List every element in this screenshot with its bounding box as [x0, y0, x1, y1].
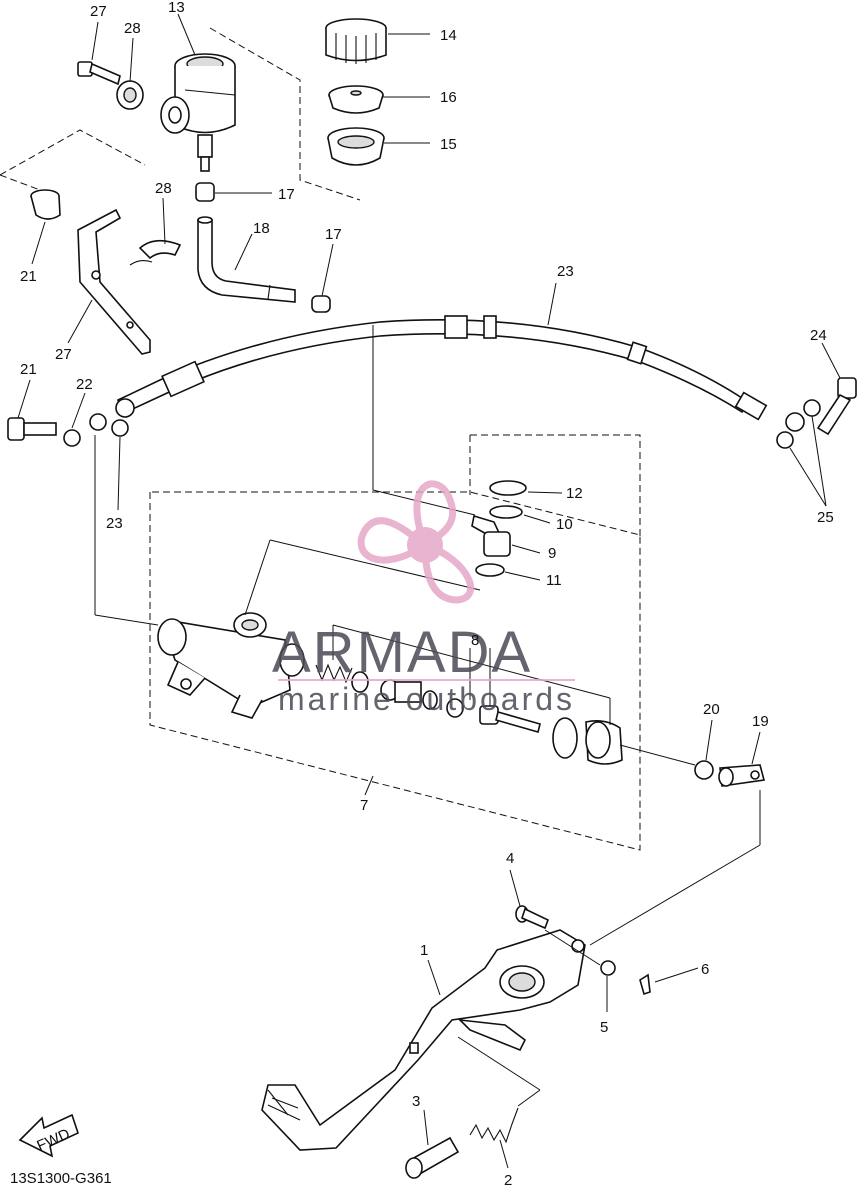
union-bolt-25: [816, 377, 857, 436]
washer-23-lower: [111, 419, 129, 437]
snap-ring: [552, 717, 578, 759]
leader-lines: [17, 13, 841, 1169]
piston-seal: [422, 690, 464, 718]
circlip-10: [489, 505, 523, 519]
callout-17-upper: 17: [278, 186, 295, 203]
hose-joint-9: [471, 514, 511, 557]
callout-5: 5: [600, 1019, 608, 1036]
fwd-arrow-icon: FWD: [18, 1113, 79, 1158]
callout-7: 7: [360, 797, 368, 814]
reservoir-tank: [160, 53, 236, 172]
callout-29: 27: [90, 3, 107, 20]
callout-2: 2: [504, 1172, 512, 1187]
clip-28: [129, 239, 182, 266]
callout-15: 15: [440, 136, 457, 153]
watermark-tagline: marine outboards: [278, 681, 575, 717]
assembly-box-inner: [470, 434, 641, 540]
callout-26: 25: [817, 509, 834, 526]
callout-8: 8: [471, 632, 479, 649]
washer-26-upper: [803, 399, 821, 417]
grommet-30: [116, 80, 144, 110]
cotter-pin-6: [639, 973, 651, 996]
reservoir-diaphragm: [327, 127, 385, 166]
pivot-bolt-4: [515, 905, 550, 930]
callout-1: 1: [420, 942, 428, 959]
callout-12: 12: [566, 485, 583, 502]
callout-21: 21: [20, 268, 37, 285]
callout-3: 3: [412, 1093, 420, 1110]
callout-19: 19: [752, 713, 769, 730]
dust-boot: [585, 720, 623, 765]
watermark-logo: ARMADA marine outboards: [272, 480, 575, 717]
push-rod-8: [479, 705, 541, 733]
reservoir-group-line: [209, 27, 361, 201]
diagram-code: 13S1300-G361: [10, 1170, 112, 1187]
reservoir-bracket: [77, 208, 151, 355]
callout-9: 9: [548, 545, 556, 562]
reservoir-plate: [328, 85, 384, 114]
callout-13: 13: [168, 0, 185, 16]
return-spring-2: [469, 1107, 519, 1144]
nut-20: [694, 760, 714, 780]
callout-24: 23: [557, 263, 574, 280]
callout-22: 21: [20, 361, 37, 378]
callout-14: 14: [440, 27, 457, 44]
washer-5: [600, 960, 616, 976]
union-bolt-22: [7, 417, 57, 441]
callout-labels: 27 28 13 14 16 15 17 18 17 28 21 27 21 2…: [20, 0, 834, 1187]
watermark-brand: ARMADA: [272, 620, 532, 685]
callout-20: 20: [703, 701, 720, 718]
brake-pedal: [261, 929, 586, 1151]
brake-hose: [89, 315, 805, 432]
callout-27: 27: [55, 346, 72, 363]
callout-11: 11: [546, 572, 562, 589]
oring-12: [489, 480, 527, 496]
bolt-29: [77, 61, 121, 86]
callout-23-upper: 22: [76, 376, 93, 393]
callout-18: 18: [253, 220, 270, 237]
callout-10: 10: [556, 516, 573, 533]
callout-23-lower: 23: [106, 515, 123, 532]
reservoir-cap: [325, 18, 387, 64]
hose-clip-upper: [195, 182, 215, 202]
washer-23-upper: [63, 429, 81, 447]
callout-30: 28: [124, 20, 141, 37]
master-cylinder-body: [157, 612, 305, 719]
collar-21: [30, 189, 61, 220]
callout-16: 16: [440, 89, 457, 106]
callout-28: 28: [155, 180, 172, 197]
clevis-19: [718, 764, 766, 787]
reservoir-hose: [197, 216, 296, 303]
oring-11: [475, 563, 505, 577]
callout-4: 4: [506, 850, 514, 867]
washer-26-lower: [776, 431, 794, 449]
propeller-icon: [357, 480, 475, 604]
callout-17-lower: 17: [325, 226, 342, 243]
pedal-collar-3: [405, 1136, 460, 1179]
piston-cup: [380, 679, 422, 703]
callout-25: 24: [810, 327, 827, 344]
hose-clip-lower: [311, 295, 331, 313]
callout-6: 6: [701, 961, 709, 978]
